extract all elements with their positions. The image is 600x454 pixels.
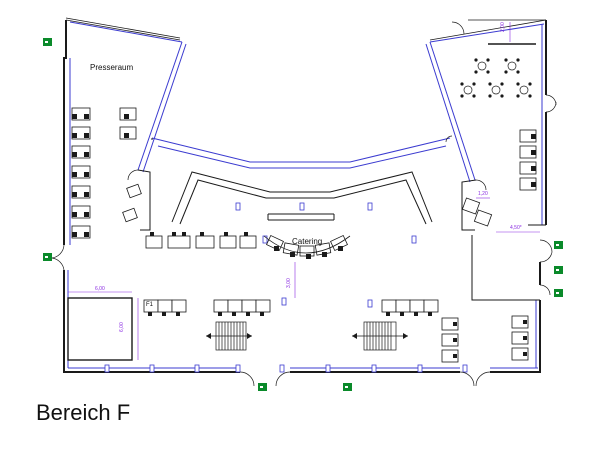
catering-chairs: [274, 246, 343, 259]
dim-box-height: 6,00: [119, 322, 125, 332]
stairs-left: [206, 321, 252, 351]
stairs-left-arrows: [206, 333, 252, 339]
exit-signs: [43, 38, 563, 391]
tables-left-mid: [122, 183, 142, 223]
outer-walls: [63, 20, 547, 373]
stand-f1-tables: [143, 299, 271, 313]
round-tables: [463, 61, 529, 95]
stairs-right-arrows: [352, 333, 408, 339]
tables-row-left-chairs: [150, 232, 248, 236]
stand-f1-chairs: [148, 312, 264, 316]
catering-label: Catering: [292, 237, 322, 246]
stairs-right: [352, 321, 408, 351]
tables-right: [461, 129, 537, 227]
dim-right-corridor: 4,50*: [510, 225, 522, 231]
tables-center-right: [381, 299, 459, 363]
press-chairs-left: [72, 114, 129, 237]
dim-top-right: 2,00: [500, 22, 506, 32]
outer-frame: [65, 17, 547, 41]
catering-arc: [263, 235, 351, 254]
area-title: Bereich F: [36, 400, 130, 425]
dim-box-width: 6,00: [95, 286, 105, 292]
tables-row-left: [145, 235, 257, 249]
inner-walls: [137, 138, 546, 301]
press-room-label: Presseraum: [90, 63, 133, 72]
tables-far-right: [511, 315, 529, 361]
doors: [51, 21, 557, 387]
stand-f1-label: F1: [146, 302, 154, 308]
dim-right-small: 1,20: [478, 191, 488, 197]
dim-stair-gap: 3,00: [286, 278, 292, 288]
box-area: [67, 297, 133, 361]
dimension-lines: [294, 22, 540, 298]
tables-far-right-chairs: [523, 320, 527, 356]
facade-windows: [67, 21, 545, 369]
tables-right-chairs: [531, 134, 536, 187]
tables-center-right-chairs: [386, 312, 457, 358]
round-table-chairs: [460, 58, 532, 98]
